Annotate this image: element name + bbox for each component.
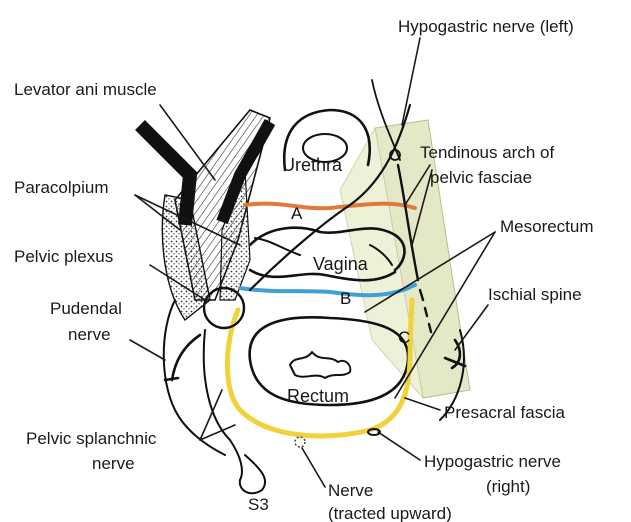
label-hypogastric-right-line1: Hypogastric nerve (424, 452, 561, 471)
leader-hypogastric-left (402, 38, 420, 125)
label-vagina: Vagina (313, 254, 369, 274)
label-paracolpium: Paracolpium (14, 178, 109, 197)
label-urethra: Urethra (282, 155, 343, 175)
leader-presacral (405, 398, 440, 410)
label-ischial-spine: Ischial spine (488, 285, 582, 304)
leader-nerve-traced (302, 448, 325, 487)
leader-hypogastric-right (378, 432, 420, 460)
label-plane-a: A (291, 204, 303, 223)
label-pudendal-line1: Pudendal (50, 299, 122, 318)
label-pudendal-line2: nerve (68, 325, 111, 344)
label-nerve-traced-line2: (tracted upward) (328, 504, 452, 522)
label-presacral-fascia: Presacral fascia (444, 403, 565, 422)
label-hypogastric-right-line2: (right) (486, 477, 530, 496)
label-tendinous-line2: pelvic fasciae (430, 168, 532, 187)
label-tendinous-line1: Tendinous arch of (420, 143, 554, 162)
label-hypogastric-left: Hypogastric nerve (left) (398, 17, 574, 36)
label-splanchnic-line1: Pelvic splanchnic (26, 429, 157, 448)
pudendal-nerve (165, 335, 200, 380)
label-mesorectum: Mesorectum (500, 217, 594, 236)
label-rectum: Rectum (287, 386, 349, 406)
label-plane-c: C (398, 328, 410, 347)
label-nerve-traced-line1: Nerve (328, 481, 373, 500)
rectum-lumen (290, 352, 350, 378)
label-levator-ani: Levator ani muscle (14, 80, 157, 99)
traced-nerve-mark (295, 437, 305, 447)
label-s3: S3 (248, 495, 269, 514)
leader-pudendal (130, 340, 165, 360)
s3-root (240, 455, 265, 493)
label-splanchnic-line2: nerve (92, 454, 135, 473)
label-pelvic-plexus: Pelvic plexus (14, 247, 113, 266)
label-plane-b: B (340, 289, 351, 308)
